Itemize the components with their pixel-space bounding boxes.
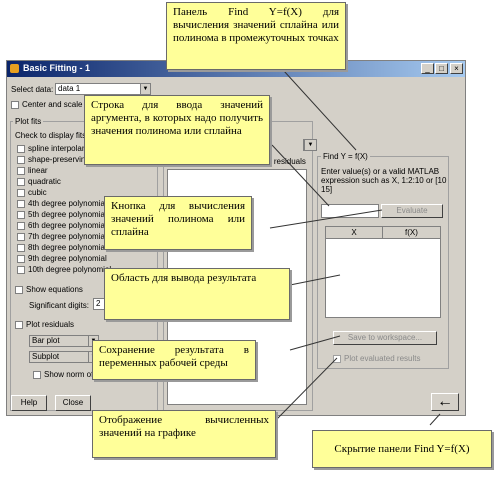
chevron-down-icon: ▼ bbox=[140, 84, 150, 94]
fit-method-row[interactable]: 5th degree polynomial bbox=[17, 209, 107, 220]
fit-checkbox[interactable] bbox=[17, 166, 25, 175]
callout-line-input bbox=[271, 144, 330, 207]
fit-checkbox[interactable] bbox=[17, 232, 25, 241]
fit-label: 9th degree polynomial bbox=[28, 254, 107, 263]
find-instructions: Enter value(s) or a valid MATLAB express… bbox=[321, 167, 447, 194]
minimize-button[interactable]: _ bbox=[421, 63, 434, 74]
show-equations-label: Show equations bbox=[26, 285, 83, 294]
fit-label: quadratic bbox=[28, 177, 61, 186]
fit-method-row[interactable]: 4th degree polynomial bbox=[17, 198, 107, 209]
fit-method-row[interactable]: 9th degree polynomial bbox=[17, 253, 107, 264]
fit-label: 10th degree polynomial bbox=[28, 265, 112, 274]
fit-method-row[interactable]: 7th degree polynomial bbox=[17, 231, 107, 242]
show-norm-checkbox[interactable] bbox=[33, 370, 41, 379]
select-data-value: data 1 bbox=[58, 84, 81, 93]
fit-checkbox[interactable] bbox=[17, 177, 25, 186]
fit-method-row[interactable]: 6th degree polynomial bbox=[17, 220, 107, 231]
fit-checkbox[interactable] bbox=[17, 188, 25, 197]
callout-line-save bbox=[289, 335, 341, 351]
callout-plot-display: Отображение вычисленных значений на граф… bbox=[92, 410, 276, 458]
fit-method-row[interactable]: linear bbox=[17, 165, 48, 176]
fit-method-row[interactable]: shape-preserving bbox=[17, 154, 90, 165]
center-scale-checkbox[interactable] bbox=[11, 100, 19, 109]
evaluate-button[interactable]: Evaluate bbox=[381, 204, 443, 218]
center-scale-label: Center and scale bbox=[22, 100, 83, 109]
callout-save-workspace: Сохранение результата в переменных рабоч… bbox=[92, 340, 256, 380]
fit-label: 7th degree polynomial bbox=[28, 232, 107, 241]
fit-label: 5th degree polynomial bbox=[28, 210, 107, 219]
find-panel-title: Find Y = f(X) bbox=[321, 152, 370, 161]
fit-label: cubic bbox=[28, 188, 47, 197]
show-norm-label: Show norm of bbox=[44, 370, 94, 379]
significant-digits-value: 2 bbox=[96, 299, 101, 308]
fit-checkbox[interactable] bbox=[17, 199, 25, 208]
column-header-fx: f(X) bbox=[383, 227, 440, 239]
callout-hide-panel: Скрытие панели Find Y=f(X) bbox=[312, 430, 492, 468]
plot-residuals-label: Plot residuals bbox=[26, 320, 75, 329]
help-button[interactable]: Help bbox=[11, 395, 47, 411]
fit-checkbox[interactable] bbox=[17, 144, 25, 153]
callout-line-hide bbox=[429, 413, 441, 426]
fit-label: 4th degree polynomial bbox=[28, 199, 107, 208]
fit-label: linear bbox=[28, 166, 48, 175]
callout-line-evaluate bbox=[269, 209, 383, 229]
fit-checkbox[interactable] bbox=[17, 210, 25, 219]
callout-find-panel: Панель Find Y=f(X) для вычисления значен… bbox=[166, 2, 346, 70]
results-dropdown[interactable]: ▼ bbox=[303, 139, 317, 151]
fit-checkbox[interactable] bbox=[17, 221, 25, 230]
callout-result-area: Область для вывода результата bbox=[104, 268, 290, 320]
plot-residuals-row[interactable]: Plot residuals bbox=[15, 319, 74, 330]
collapse-panel-button[interactable]: ← bbox=[431, 393, 459, 411]
result-table: X f(X) bbox=[325, 226, 441, 318]
chevron-down-icon: ▼ bbox=[304, 140, 316, 150]
plot-residuals-checkbox[interactable] bbox=[15, 320, 23, 329]
fit-checkbox[interactable] bbox=[17, 155, 25, 164]
callout-evaluate-button: Кнопка для вычисления значений полинома … bbox=[104, 196, 252, 250]
plot-type-value: Bar plot bbox=[32, 336, 60, 345]
select-data-dropdown[interactable]: data 1 ▼ bbox=[55, 83, 151, 95]
fit-method-row[interactable]: spline interpolant bbox=[17, 143, 88, 154]
arrow-left-icon: ← bbox=[437, 393, 453, 410]
show-equations-checkbox[interactable] bbox=[15, 285, 23, 294]
fit-method-row[interactable]: cubic bbox=[17, 187, 47, 198]
fit-label: spline interpolant bbox=[28, 144, 89, 153]
center-scale-row[interactable]: Center and scale bbox=[11, 99, 82, 110]
plot-fits-title: Plot fits bbox=[13, 117, 44, 126]
plot-evaluated-row[interactable]: Plot evaluated results bbox=[333, 353, 421, 364]
fit-label: 6th degree polynomial bbox=[28, 221, 107, 230]
fit-label: 8th degree polynomial bbox=[28, 243, 107, 252]
plot-location-value: Subplot bbox=[32, 352, 60, 361]
select-data-label: Select data: bbox=[11, 85, 54, 94]
fit-method-row[interactable]: quadratic bbox=[17, 176, 61, 187]
significant-digits-label: Significant digits: bbox=[29, 301, 90, 310]
fit-checkbox[interactable] bbox=[17, 265, 25, 274]
show-norm-row[interactable]: Show norm of bbox=[33, 369, 93, 380]
column-header-x: X bbox=[326, 227, 383, 239]
save-to-workspace-button[interactable]: Save to workspace... bbox=[333, 331, 437, 345]
close-window-button[interactable]: × bbox=[450, 63, 463, 74]
window-title: Basic Fitting - 1 bbox=[23, 63, 91, 73]
callout-line-result bbox=[289, 274, 341, 286]
fit-label: shape-preserving bbox=[28, 155, 90, 164]
callout-line-plot bbox=[275, 357, 338, 421]
find-panel-group bbox=[317, 156, 449, 369]
maximize-button[interactable]: □ bbox=[435, 63, 448, 74]
callout-line-panel bbox=[283, 70, 357, 151]
close-button[interactable]: Close bbox=[55, 395, 91, 411]
fit-method-row[interactable]: 10th degree polynomial bbox=[17, 264, 111, 275]
check-to-display-label: Check to display fits bbox=[15, 131, 87, 140]
show-equations-row[interactable]: Show equations bbox=[15, 284, 83, 295]
plot-evaluated-checkbox[interactable] bbox=[333, 354, 341, 363]
matlab-icon bbox=[10, 64, 19, 73]
plot-evaluated-label: Plot evaluated results bbox=[344, 354, 421, 363]
callout-input-row: Строка для ввода значений аргумента, в к… bbox=[84, 95, 270, 165]
fit-method-row[interactable]: 8th degree polynomial bbox=[17, 242, 107, 253]
fit-checkbox[interactable] bbox=[17, 254, 25, 263]
fit-checkbox[interactable] bbox=[17, 243, 25, 252]
